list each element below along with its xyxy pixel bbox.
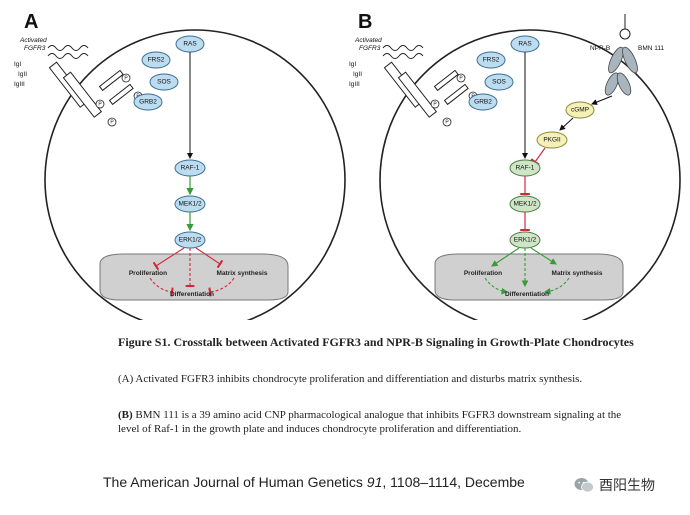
phospho-label: P — [445, 119, 449, 125]
node-mek-label: MEK1/2 — [513, 201, 537, 208]
watermark-text: 酉阳生物 — [599, 478, 655, 494]
figure-title: Figure S1. Crosstalk between Activated F… — [118, 335, 634, 349]
domain-label-igi: IgI — [14, 61, 21, 68]
journal-citation: The American Journal of Human Genetics 9… — [103, 474, 525, 490]
receptor-label-line1: Activated — [19, 37, 47, 44]
caption-panel-b-text: BMN 111 is a 39 amino acid CNP pharmacol… — [118, 409, 622, 435]
outcome-matrix-synthesis: Matrix synthesis — [552, 270, 603, 277]
fgfr3-receptor — [48, 61, 134, 118]
domain-label-igii: IgII — [18, 71, 27, 78]
domain-label-igi: IgI — [349, 61, 356, 68]
ligand-wave — [47, 45, 89, 51]
node-mek-label: MEK1/2 — [178, 201, 202, 208]
node-sos — [484, 73, 514, 91]
phospho-label: P — [124, 75, 128, 81]
bmn111-label: BMN 111 — [638, 45, 665, 52]
activation-arrows — [484, 247, 570, 295]
citation-journal: The American Journal of Human Genetics — [103, 474, 363, 490]
node-frs2 — [141, 51, 171, 69]
phospho-label: P — [98, 101, 102, 107]
node-sos-label: SOS — [492, 79, 506, 86]
watermark: 酉阳生物 — [570, 474, 659, 496]
ligand-wave — [382, 45, 424, 51]
panel-a-letter: A — [24, 11, 38, 33]
domain-label-igiii: IgIII — [349, 81, 360, 88]
fgfr3-receptor — [383, 61, 469, 118]
cell-membrane — [379, 29, 681, 320]
inhibit-pkg-raf — [530, 147, 546, 166]
node-pkgii — [536, 131, 568, 149]
node-pkgii-label: PKGII — [543, 137, 561, 144]
outcome-proliferation: Proliferation — [464, 270, 502, 277]
nucleus — [99, 253, 289, 301]
outcome-differentiation: Differentiation — [505, 291, 549, 298]
panel-b: B Activated FGFR3 IgI IgII IgIII P P P P… — [349, 11, 681, 320]
inhibition-arrows — [149, 247, 235, 297]
citation-volume: 91 — [366, 474, 383, 490]
arrow-cgmp-pkg — [559, 117, 574, 131]
node-sos-label: SOS — [157, 79, 171, 86]
arrow-npr-cgmp — [591, 95, 613, 105]
domain-label-igii: IgII — [353, 71, 362, 78]
node-cgmp-label: cGMP — [571, 107, 589, 114]
node-erk-label: ERK1/2 — [514, 237, 537, 244]
cell-membrane — [44, 29, 346, 320]
node-ras-label: RAS — [183, 41, 197, 48]
citation-pages: , 1108–1114, Decembe — [382, 474, 525, 490]
node-grb2-label: GRB2 — [139, 99, 157, 106]
domain-label-igiii: IgIII — [14, 81, 25, 88]
nucleus — [434, 253, 624, 301]
caption-panel-b-label: (B) — [118, 409, 133, 421]
node-grb2-label: GRB2 — [474, 99, 492, 106]
panel-b-letter: B — [358, 11, 372, 33]
node-grb2 — [133, 93, 163, 111]
node-erk-label: ERK1/2 — [179, 237, 202, 244]
node-ras-label: RAS — [518, 41, 532, 48]
phospho-label: P — [459, 75, 463, 81]
node-sos — [149, 73, 179, 91]
outcome-proliferation: Proliferation — [129, 270, 167, 277]
node-raf1-label: RAF-1 — [516, 165, 535, 172]
receptor-label-line2: FGFR3 — [24, 45, 46, 52]
phospho-label: P — [110, 119, 114, 125]
node-frs2 — [476, 51, 506, 69]
outcome-differentiation: Differentiation — [170, 291, 214, 298]
caption-panel-a: (A) Activated FGFR3 inhibits chondrocyte… — [118, 373, 583, 385]
node-frs2-label: FRS2 — [148, 57, 165, 64]
node-frs2-label: FRS2 — [483, 57, 500, 64]
caption-panel-b: (B) BMN 111 is a 39 amino acid CNP pharm… — [118, 408, 638, 436]
phospho-label: P — [433, 101, 437, 107]
bmn111-ligand — [619, 28, 631, 40]
node-grb2 — [468, 93, 498, 111]
outcome-matrix-synthesis: Matrix synthesis — [217, 270, 268, 277]
node-raf1-label: RAF-1 — [181, 165, 200, 172]
node-cgmp — [565, 101, 595, 119]
signaling-diagram: A Activated FGFR3 IgI IgII IgIII P P P P… — [14, 11, 681, 320]
receptor-label-line2: FGFR3 — [359, 45, 381, 52]
npr-b-receptor — [604, 46, 638, 96]
ligand-wave — [47, 53, 89, 59]
ligand-wave — [382, 53, 424, 59]
npr-b-label: NPR-B — [590, 45, 610, 52]
panel-a: A Activated FGFR3 IgI IgII IgIII P P P P… — [14, 11, 346, 320]
wechat-icon — [574, 477, 594, 492]
receptor-label-line1: Activated — [354, 37, 382, 44]
